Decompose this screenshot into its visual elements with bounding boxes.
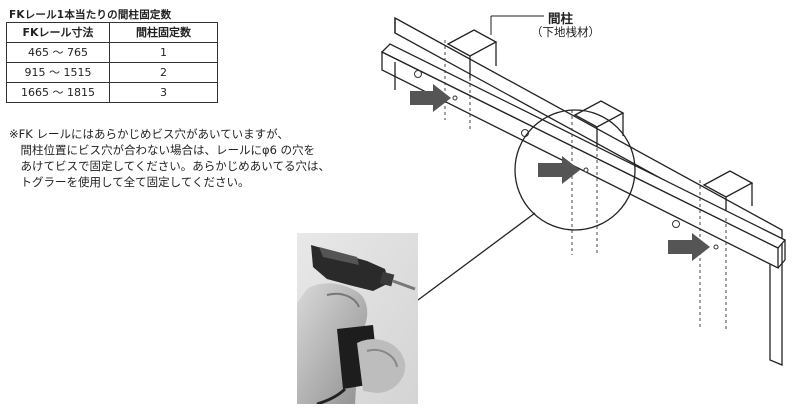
stud-label: 間柱 (548, 11, 574, 26)
header-stud-count: 間柱固定数 (109, 22, 218, 43)
fk-rail-top (380, 43, 787, 249)
cell-rail-size: 915 ～ 1515 (6, 62, 110, 83)
right-arrow-icon (668, 233, 710, 261)
cell-rail-size: 1665 ～ 1815 (6, 82, 110, 103)
screw-hole (672, 220, 680, 228)
magnifier-circle (514, 109, 636, 231)
cell-stud-count: 3 (109, 82, 218, 103)
drill-photo (297, 233, 418, 404)
magnifier-leader (417, 212, 536, 301)
screw-hole (713, 244, 719, 250)
note-line: 間柱位置にビス穴が合わない場合は、レールにφ6 の穴を (9, 143, 316, 157)
stud-sublabel: （下地桟材） (531, 25, 600, 39)
screw-hole (414, 70, 422, 78)
stud-count-table: FKレール寸法 間柱固定数 465 ～ 765 1 915 ～ 1515 2 1… (6, 22, 218, 103)
screw-hole (452, 95, 458, 101)
table-title: FKレール1本当たりの間柱固定数 (9, 9, 172, 21)
screw-hole (583, 167, 589, 173)
installation-note: ※FK レールにはあらかじめビス穴があいていますが、 間柱位置にビス穴が合わない… (9, 126, 330, 190)
right-arrow-icon (538, 156, 580, 184)
note-line: トグラーを使用して全て固定してください。 (9, 175, 250, 189)
table-header-row: FKレール寸法 間柱固定数 (6, 22, 218, 43)
fk-rail (381, 50, 779, 270)
table-row: 1665 ～ 1815 3 (6, 82, 218, 103)
right-arrow-icon (410, 84, 451, 112)
note-line: あけてビスで固定してください。あらかじめあいてる穴は、 (9, 159, 330, 173)
note-line: ※FK レールにはあらかじめビス穴があいていますが、 (9, 127, 289, 141)
